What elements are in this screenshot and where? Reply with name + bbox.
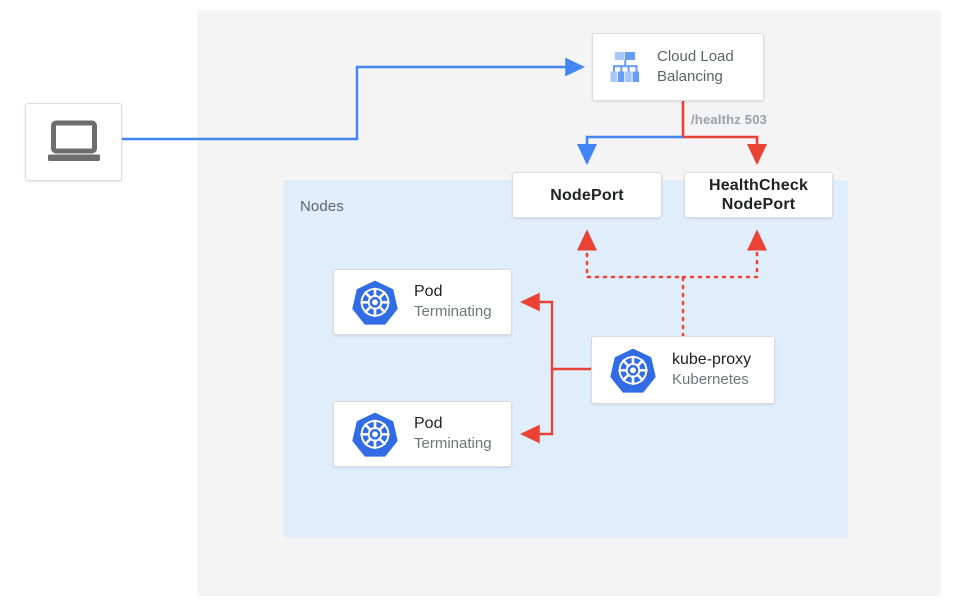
pod-node-2[interactable]: Pod Terminating — [333, 401, 512, 467]
laptop-icon — [47, 120, 100, 161]
healthcheck-nodeport-label: HealthCheck NodePort — [709, 176, 808, 214]
cloud-load-balancing-label: Cloud Load Balancing — [657, 47, 734, 87]
pod-1-title: Pod — [414, 283, 443, 300]
kube-proxy-labels: kube-proxy Kubernetes — [672, 350, 751, 390]
cloud-load-balancing-node[interactable]: Cloud Load Balancing — [592, 33, 764, 101]
kube-proxy-node[interactable]: kube-proxy Kubernetes — [591, 336, 775, 404]
pod-2-labels: Pod Terminating — [414, 414, 492, 454]
kube-proxy-subtitle: Kubernetes — [672, 371, 749, 388]
cloud-load-balancing-icon — [610, 52, 640, 82]
healthz-edge-label: /healthz 503 — [691, 112, 768, 127]
healthcheck-nodeport-node[interactable]: HealthCheck NodePort — [684, 172, 833, 218]
pod-1-labels: Pod Terminating — [414, 282, 492, 322]
clb-label-line2: Balancing — [657, 68, 723, 85]
kubernetes-icon — [352, 412, 398, 457]
kubernetes-icon — [352, 280, 398, 325]
pod-node-1[interactable]: Pod Terminating — [333, 269, 512, 335]
nodeport-node[interactable]: NodePort — [512, 172, 662, 218]
clb-label-line1: Cloud Load — [657, 48, 734, 65]
pod-2-title: Pod — [414, 415, 443, 432]
client-node[interactable] — [25, 103, 122, 181]
kube-proxy-title: kube-proxy — [672, 351, 752, 368]
pod-1-subtitle: Terminating — [414, 303, 492, 320]
nodeport-label: NodePort — [550, 186, 624, 204]
pod-2-subtitle: Terminating — [414, 435, 492, 452]
healthcheck-label-line2: NodePort — [721, 196, 796, 213]
nodes-region-label: Nodes — [300, 198, 344, 215]
healthcheck-label-line1: HealthCheck — [708, 177, 809, 194]
kubernetes-icon — [610, 348, 656, 393]
